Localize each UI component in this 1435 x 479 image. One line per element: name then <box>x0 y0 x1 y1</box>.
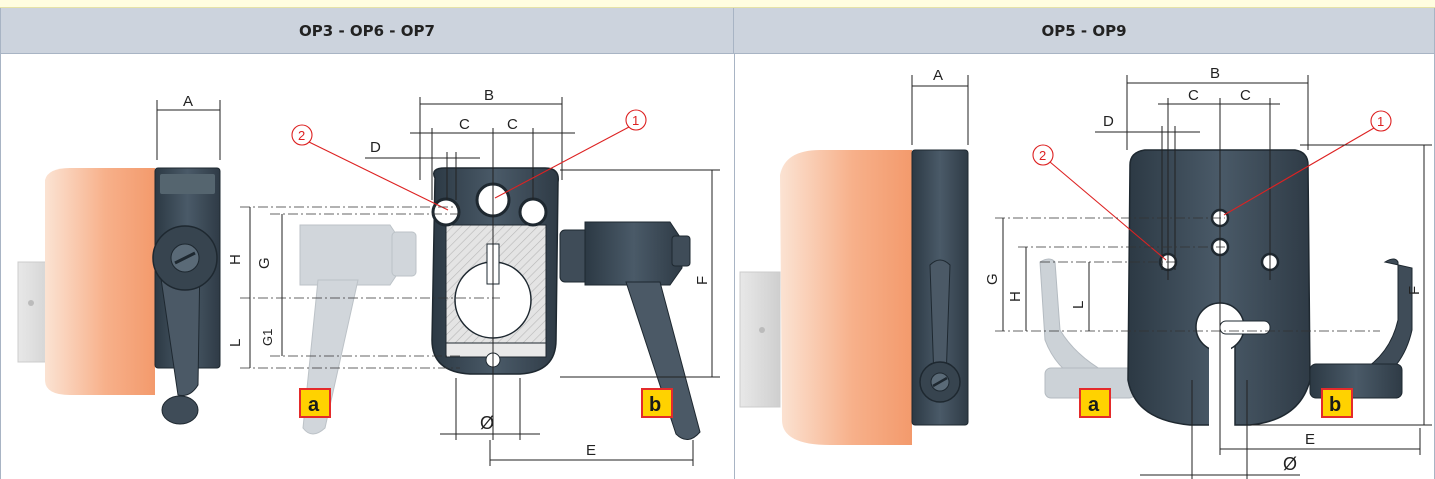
right-dim-d: D <box>1103 113 1114 130</box>
right-handle-a-ghost <box>1039 258 1136 399</box>
left-dim-diameter: Ø <box>480 413 494 433</box>
column-divider <box>734 54 735 479</box>
left-dim-g: G <box>256 257 273 269</box>
left-dim-e: E <box>586 442 596 459</box>
left-callout-1: 1 <box>632 113 639 128</box>
svg-text:b: b <box>1329 394 1341 416</box>
left-dim-g1: G1 <box>260 329 275 346</box>
svg-text:b: b <box>649 394 661 416</box>
right-handle-b <box>1309 258 1413 399</box>
right-tag-b: b <box>1321 388 1353 418</box>
left-callout-2: 2 <box>298 128 305 143</box>
column-header-op5-op9: OP5 - OP9 <box>734 8 1434 54</box>
right-dim-c1: C <box>1188 87 1199 104</box>
column-header-op3-op6-op7: OP3 - OP6 - OP7 <box>1 8 734 54</box>
right-dim-h: H <box>1007 291 1024 302</box>
left-front-block <box>431 167 559 375</box>
left-handle-b <box>559 221 701 440</box>
right-dim-b: B <box>1210 65 1220 82</box>
left-dim-c2: C <box>507 116 518 133</box>
left-side-view <box>17 167 221 425</box>
left-dim-c1: C <box>459 116 470 133</box>
left-dim-f: F <box>694 276 711 285</box>
top-strip <box>0 0 1435 8</box>
right-dim-f: F <box>1406 286 1423 295</box>
right-dim-e: E <box>1305 431 1315 448</box>
right-front-block <box>1127 149 1311 428</box>
right-callout-2: 2 <box>1039 148 1046 163</box>
left-tag-a: a <box>299 388 331 418</box>
right-dim-l: L <box>1070 301 1087 309</box>
svg-text:a: a <box>308 394 320 416</box>
right-dim-diameter: Ø <box>1283 454 1297 474</box>
right-tag-a: a <box>1079 388 1111 418</box>
left-tag-b: b <box>641 388 673 418</box>
right-side-view <box>739 149 969 445</box>
right-callout-1: 1 <box>1377 114 1384 129</box>
right-dim-c2: C <box>1240 87 1251 104</box>
left-dim-d: D <box>370 139 381 156</box>
diagram-table: OP3 - OP6 - OP7 OP5 - OP9 <box>0 8 1435 479</box>
left-dim-b: B <box>484 87 494 104</box>
left-dim-a: A <box>183 93 193 110</box>
right-dim-g: G <box>984 273 1001 285</box>
left-dim-l: L <box>227 339 244 347</box>
left-dim-h: H <box>227 254 244 265</box>
right-dim-a: A <box>933 67 943 84</box>
svg-text:a: a <box>1088 394 1100 416</box>
